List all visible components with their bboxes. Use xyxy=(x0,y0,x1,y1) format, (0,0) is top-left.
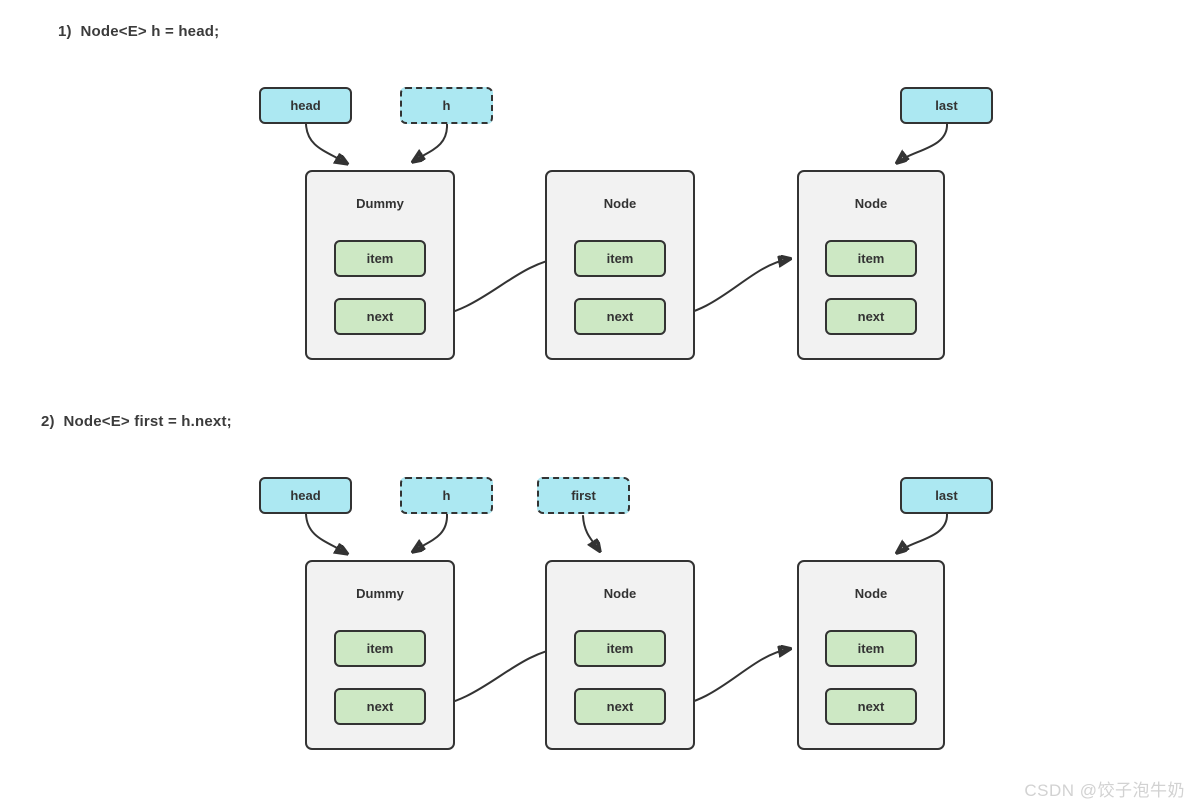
node-title: Node xyxy=(854,586,888,601)
node-second-step1: Node item next xyxy=(545,170,695,360)
node-third-step2: Node item next xyxy=(797,560,945,750)
field-next: next xyxy=(574,688,666,725)
node-second-step2: Node item next xyxy=(545,560,695,750)
field-item: item xyxy=(825,630,917,667)
watermark-text: CSDN @饺子泡牛奶 xyxy=(1024,781,1185,800)
arrow-head-to-dummy-step2 xyxy=(305,513,346,553)
step2-title: 2) Node<E> first = h.next; xyxy=(41,413,232,430)
arrow-last-to-node3-step1 xyxy=(898,123,949,162)
field-item: item xyxy=(825,240,917,277)
node-title: Node xyxy=(603,196,637,211)
pointer-h-step2: h xyxy=(400,477,493,514)
pointer-first-step2: first xyxy=(537,477,630,514)
field-next: next xyxy=(334,688,426,725)
field-item: item xyxy=(334,630,426,667)
node-dummy-step2: Dummy item next xyxy=(305,560,455,750)
pointer-h-step1: h xyxy=(400,87,493,124)
step1-title: 1) Node<E> h = head; xyxy=(58,23,220,40)
node-title: Dummy xyxy=(356,196,404,211)
arrow-h-to-dummy-step2 xyxy=(414,513,449,551)
field-item: item xyxy=(574,630,666,667)
node-title: Node xyxy=(854,196,888,211)
field-next: next xyxy=(825,298,917,335)
pointer-head-step1: head xyxy=(259,87,352,124)
arrow-first-to-node2-step2 xyxy=(582,515,599,550)
node-title: Node xyxy=(603,586,637,601)
pointer-last-step2: last xyxy=(900,477,993,514)
field-next: next xyxy=(334,298,426,335)
field-item: item xyxy=(334,240,426,277)
field-item: item xyxy=(574,240,666,277)
pointer-head-step2: head xyxy=(259,477,352,514)
node-third-step1: Node item next xyxy=(797,170,945,360)
arrow-h-to-dummy-step1 xyxy=(414,123,449,161)
field-next: next xyxy=(825,688,917,725)
pointer-last-step1: last xyxy=(900,87,993,124)
node-title: Dummy xyxy=(356,586,404,601)
node-dummy-step1: Dummy item next xyxy=(305,170,455,360)
arrow-last-to-node3-step2 xyxy=(898,513,949,552)
field-next: next xyxy=(574,298,666,335)
arrow-head-to-dummy-step1 xyxy=(305,123,346,163)
